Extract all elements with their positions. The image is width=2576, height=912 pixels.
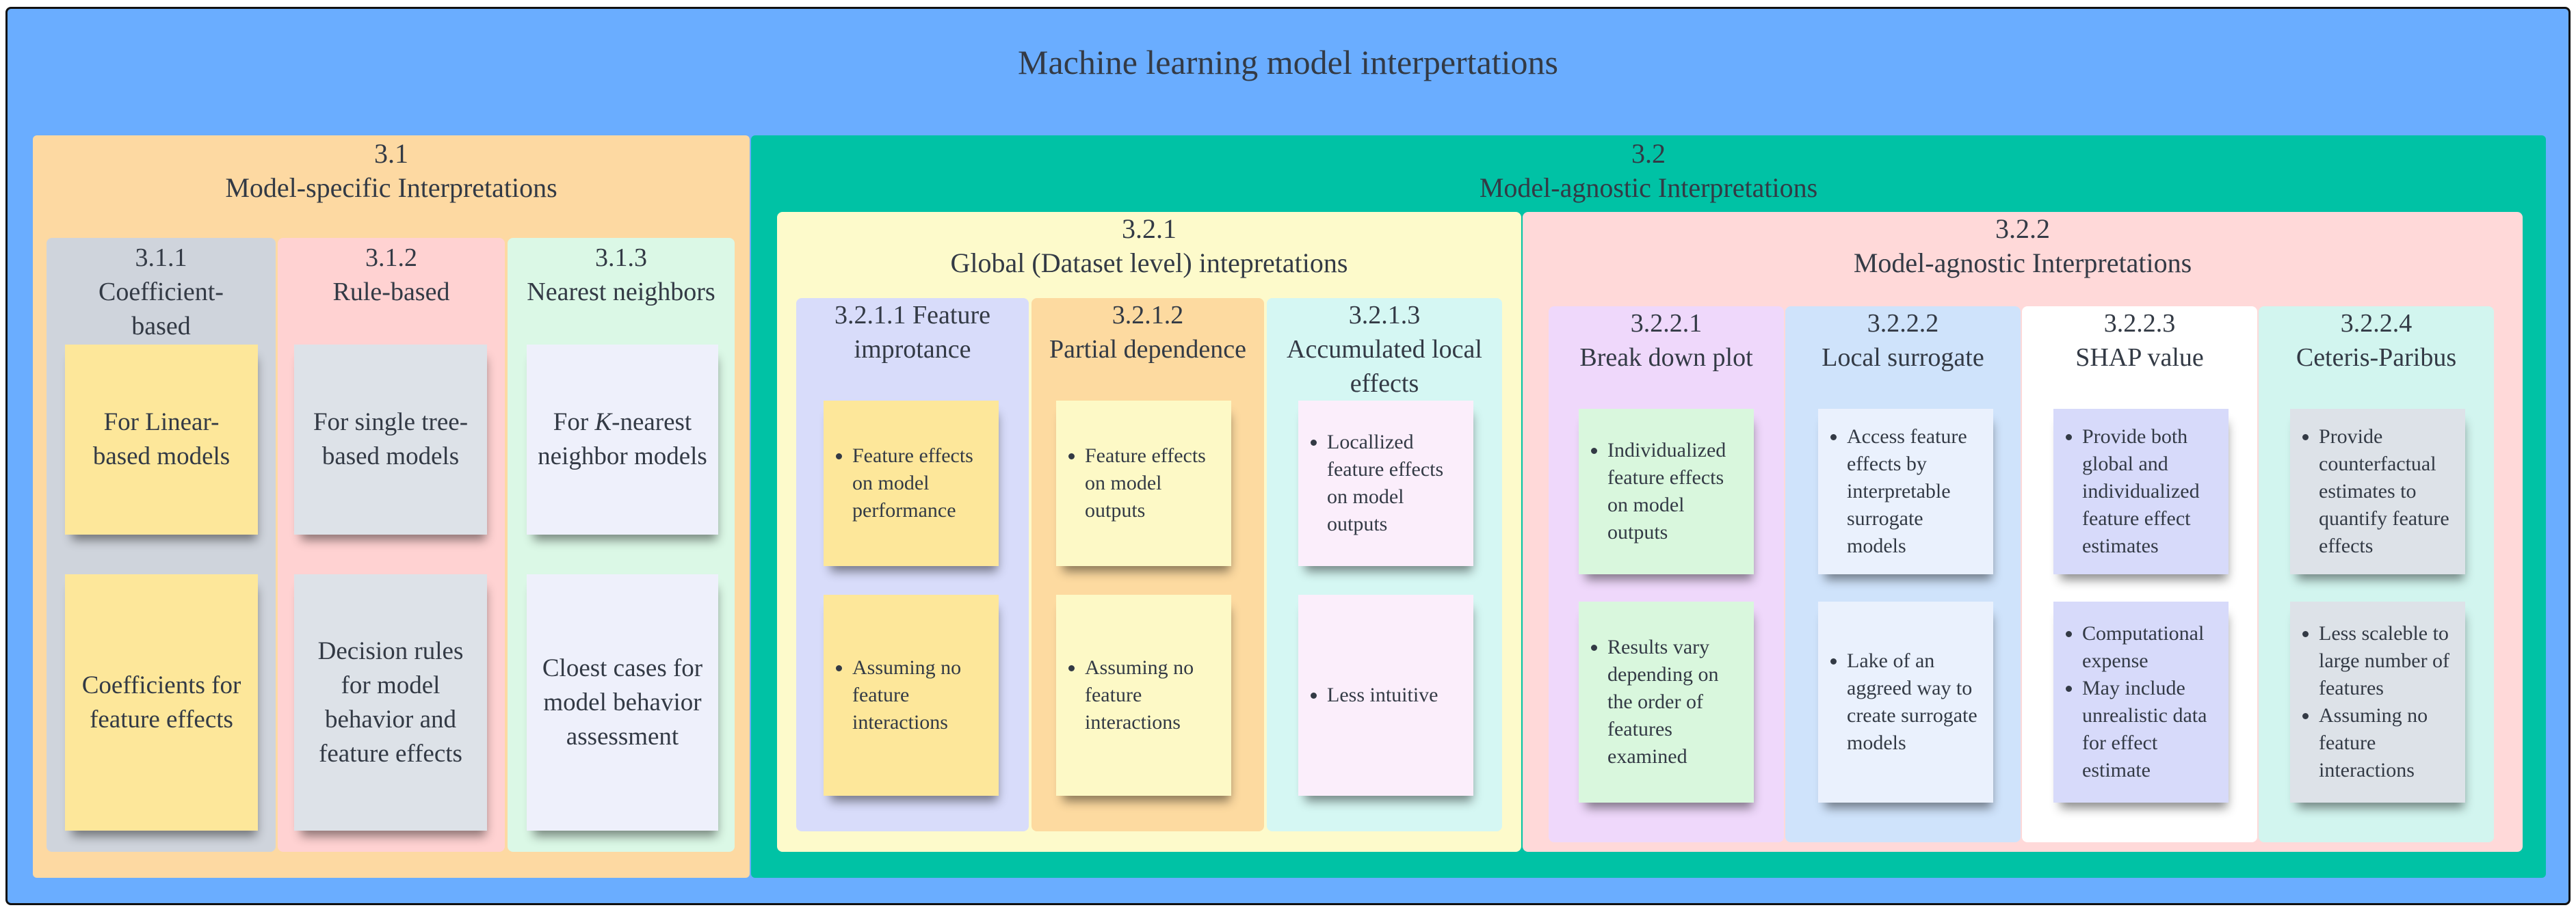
bullet-list: Less intuitive xyxy=(1312,682,1438,709)
column-3-1-1: 3.1.1 Coefficient-based For Linear-based… xyxy=(47,238,276,852)
section-3-2-2: 3.2.2 Model-agnostic Interpretations 3.2… xyxy=(1523,212,2523,852)
section-3-2-1: 3.2.1 Global (Dataset level) intepretati… xyxy=(777,212,1521,852)
sticky-note: Provide both global and individualized f… xyxy=(2053,409,2229,574)
column-number: 3.2.2.1 xyxy=(1630,309,1703,338)
column-number: 3.2.2.4 xyxy=(2340,309,2413,338)
column-title: SHAP value xyxy=(2075,343,2204,372)
column-number: 3.2.1.1 xyxy=(834,301,906,330)
sticky-note: For K-nearest neighbor models xyxy=(527,345,718,535)
bullet-list: Computational expenseMay include unreali… xyxy=(2067,620,2219,784)
sticky-note: Feature effects on model outputs xyxy=(1056,401,1231,566)
column-title: Feature improtance xyxy=(854,301,990,364)
column-title: Coefficient-based xyxy=(98,278,224,340)
column-3-1-3: 3.1.3 Nearest neighbors For K-nearest ne… xyxy=(508,238,735,852)
sticky-note: Decision rules for model behavior and fe… xyxy=(294,574,487,831)
sticky-note: Computational expenseMay include unreali… xyxy=(2053,602,2229,803)
sticky-note: Assuming no feature interactions xyxy=(1056,595,1231,796)
column-number: 3.1.3 xyxy=(595,243,647,272)
sticky-note: For single tree-based models xyxy=(294,345,487,535)
column-3-2-1-2: 3.2.1.2 Partial dependence Feature effec… xyxy=(1031,298,1264,831)
bullet-list: Locallized feature effects on model outp… xyxy=(1312,429,1464,538)
sticky-note: Assuming no feature interactions xyxy=(824,595,999,796)
section-title: Model-agnostic Interpretations xyxy=(1853,247,2192,278)
section-number: 3.1 xyxy=(374,138,408,169)
column-title: Break down plot xyxy=(1579,343,1753,372)
column-number: 3.1.2 xyxy=(365,243,417,272)
section-3-1: 3.1 Model-specific Interpretations 3.1.1… xyxy=(33,135,750,878)
column-title: Partial dependence xyxy=(1049,335,1247,364)
sticky-note: Less intuitive xyxy=(1298,595,1473,796)
sticky-note: Less scaleble to large number of feature… xyxy=(2290,602,2465,803)
sticky-note: Feature effects on model performance xyxy=(824,401,999,566)
section-number: 3.2 xyxy=(1631,138,1666,169)
column-3-1-2: 3.1.2 Rule-based For single tree-based m… xyxy=(278,238,505,852)
bullet-list: Results vary depending on the order of f… xyxy=(1592,634,1744,770)
column-number: 3.1.1 xyxy=(135,243,187,272)
sticky-note: For Linear-based models xyxy=(65,345,258,535)
bullet-list: Lake of an aggreed way to create surroga… xyxy=(1832,647,1984,757)
section-title: Model-agnostic Interpretations xyxy=(1479,172,1818,203)
column-3-2-2-3: 3.2.2.3 SHAP value Provide both global a… xyxy=(2022,306,2257,842)
bullet-list: Assuming no feature interactions xyxy=(1070,654,1222,736)
sticky-note: Locallized feature effects on model outp… xyxy=(1298,401,1473,566)
bullet-list: Feature effects on model performance xyxy=(837,442,989,524)
column-number: 3.2.2.3 xyxy=(2103,309,2176,338)
page-title: Machine learning model interpertations xyxy=(1017,43,1558,81)
bullet-list: Provide both global and individualized f… xyxy=(2067,423,2219,560)
column-title: Ceteris-Paribus xyxy=(2296,343,2457,372)
column-number: 3.2.1.2 xyxy=(1112,301,1184,330)
column-title: Nearest neighbors xyxy=(527,278,715,306)
column-3-2-2-2: 3.2.2.2 Local surrogate Access feature e… xyxy=(1785,306,2021,842)
sticky-note: Results vary depending on the order of f… xyxy=(1579,602,1754,803)
bullet-list: Individualized feature effects on model … xyxy=(1592,437,1744,546)
column-title: Accumulated local effects xyxy=(1287,335,1482,398)
sticky-note: Cloest cases for model behavior assessme… xyxy=(527,574,718,831)
bullet-list: Access feature effects by interpretable … xyxy=(1832,423,1984,560)
section-title: Model-specific Interpretations xyxy=(225,172,557,203)
column-title: Rule-based xyxy=(332,278,450,306)
bullet-list: Less scaleble to large number of feature… xyxy=(2304,620,2456,784)
sticky-note: Coefficients for feature effects xyxy=(65,574,258,831)
column-3-2-2-4: 3.2.2.4 Ceteris-Paribus Provide counterf… xyxy=(2259,306,2494,842)
sticky-note: Lake of an aggreed way to create surroga… xyxy=(1818,602,1993,803)
bullet-list: Provide counterfactual estimates to quan… xyxy=(2304,423,2456,560)
column-3-2-1-1: 3.2.1.1 Feature improtance Feature effec… xyxy=(796,298,1029,831)
sticky-note: Provide counterfactual estimates to quan… xyxy=(2290,409,2465,574)
column-number: 3.2.1.3 xyxy=(1348,301,1421,330)
column-title: Local surrogate xyxy=(1822,343,1984,372)
section-3-2: 3.2 Model-agnostic Interpretations 3.2.1… xyxy=(751,135,2546,878)
column-number: 3.2.2.2 xyxy=(1867,309,1939,338)
column-3-2-2-1: 3.2.2.1 Break down plot Individualized f… xyxy=(1549,306,1784,842)
section-number: 3.2.1 xyxy=(1122,213,1177,244)
sticky-note: Access feature effects by interpretable … xyxy=(1818,409,1993,574)
section-title: Global (Dataset level) intepretations xyxy=(950,247,1348,278)
column-3-2-1-3: 3.2.1.3 Accumulated local effects Locall… xyxy=(1267,298,1502,831)
section-number: 3.2.2 xyxy=(1995,213,2050,244)
bullet-list: Feature effects on model outputs xyxy=(1070,442,1222,524)
sticky-note: Individualized feature effects on model … xyxy=(1579,409,1754,574)
bullet-list: Assuming no feature interactions xyxy=(837,654,989,736)
